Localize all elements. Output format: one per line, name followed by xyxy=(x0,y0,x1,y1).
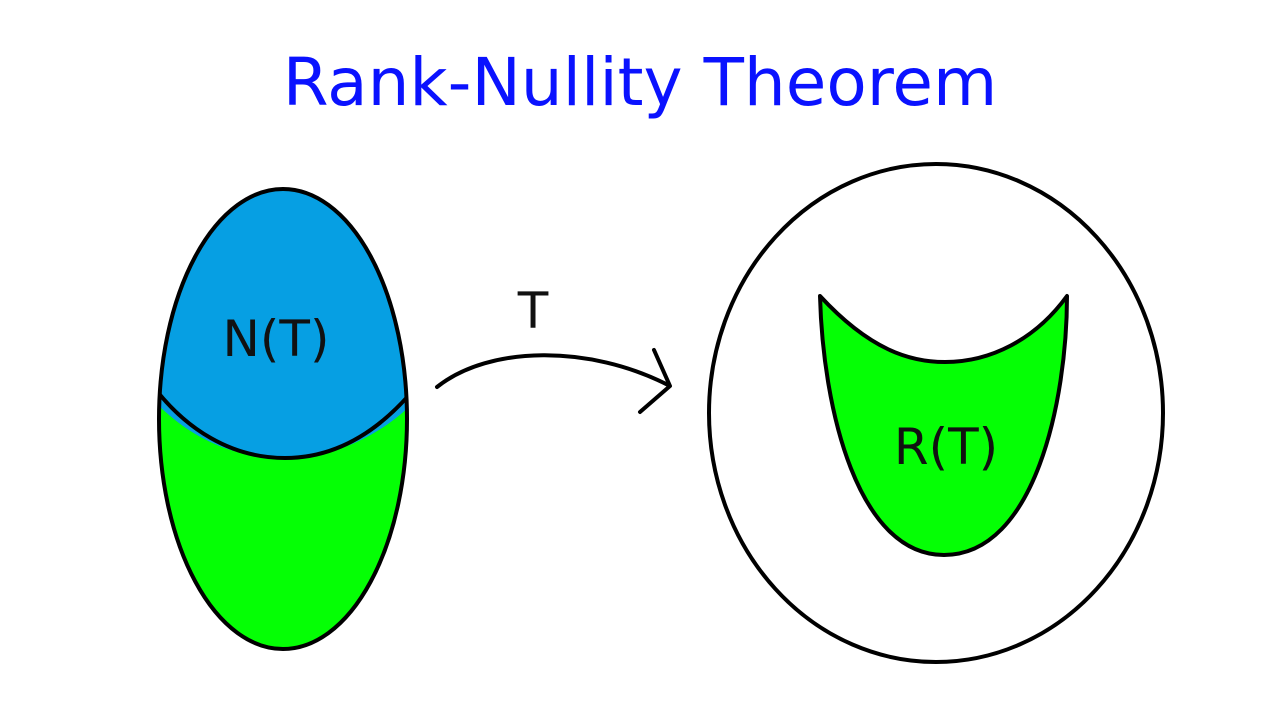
nullspace-region xyxy=(159,189,407,458)
nullspace-boundary xyxy=(159,380,407,461)
range-label: R(T) xyxy=(894,418,998,476)
page-title: Rank-Nullity Theorem xyxy=(282,44,998,121)
domain-outline xyxy=(157,187,409,651)
nullspace-label: N(T) xyxy=(223,310,330,368)
arrow-head xyxy=(638,348,672,414)
range-region xyxy=(818,294,1069,557)
map-arrow xyxy=(435,353,670,389)
map-label: T xyxy=(517,282,549,340)
